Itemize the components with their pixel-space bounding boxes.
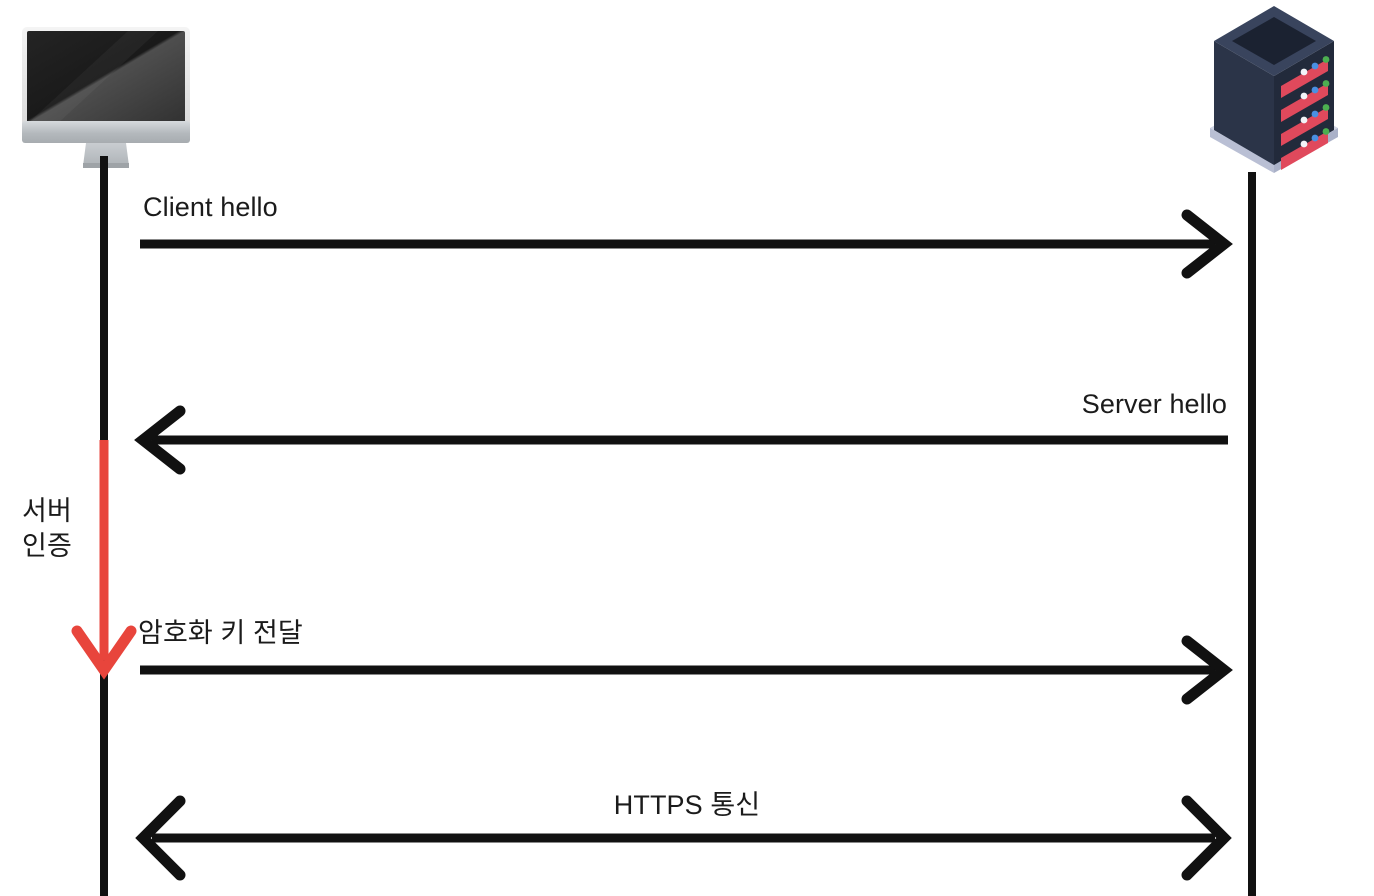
message-arrow-key-exchange (140, 635, 1233, 705)
message-arrow-client-hello (140, 209, 1233, 279)
message-label-client-hello: Client hello (143, 192, 278, 222)
server-rack-icon (1210, 6, 1338, 173)
server-authentication-arrow (71, 440, 137, 680)
server-rack-units (1281, 56, 1330, 170)
message-label-https-communication: HTTPS 통신 (613, 790, 761, 820)
message-label-server-hello: Server hello (1081, 389, 1227, 419)
message-arrow-https-communication (135, 795, 1232, 881)
message-arrow-server-hello (134, 405, 1228, 475)
message-label-key-exchange: 암호화 키 전달 (138, 618, 303, 648)
desktop-monitor-icon (22, 27, 190, 168)
annotation-label-server-authentication: 서버 인증 (22, 496, 72, 561)
